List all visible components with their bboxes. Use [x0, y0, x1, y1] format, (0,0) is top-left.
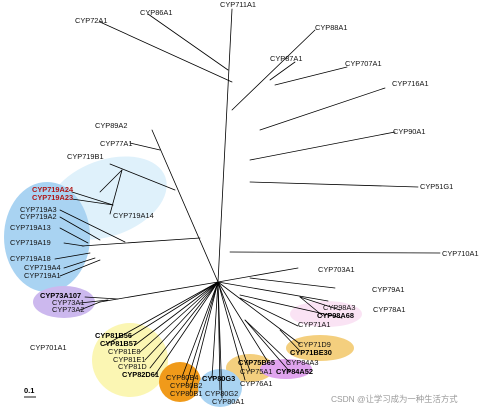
leaf-label-cyp81b56: CYP81B56 [95, 331, 132, 340]
leaf-label-cyp90a1: CYP90A1 [393, 127, 425, 136]
clade-cyp719a [4, 182, 90, 292]
leaf-label-cyp80b1: CYP80B1 [170, 389, 202, 398]
scale-bar-label: 0.1 [24, 386, 34, 395]
leaf-label-cyp719a14: CYP719A14 [113, 211, 154, 220]
leaf-label-cyp73a2: CYP73A2 [52, 305, 84, 314]
leaf-label-cyp81e1: CYP81E1 [113, 355, 145, 364]
leaf-label-cyp710a1: CYP710A1 [442, 249, 479, 258]
leaf-label-cyp707a1: CYP707A1 [345, 59, 382, 68]
leaf-label-cyp80g2: CYP80G2 [205, 389, 238, 398]
leaf-label-cyp77a1: CYP77A1 [100, 139, 132, 148]
leaf-label-cyp78a1: CYP78A1 [373, 305, 405, 314]
leaf-label-cyp88a1: CYP88A1 [315, 23, 347, 32]
leaf-label-cyp86a1: CYP86A1 [140, 8, 172, 17]
leaf-label-cyp719a13: CYP719A13 [10, 223, 51, 232]
leaf-label-cyp98a3: CYP98A3 [323, 303, 355, 312]
leaf-label-cyp701a1: CYP701A1 [30, 343, 67, 352]
leaf-label-cyp719a4: CYP719A4 [24, 263, 61, 272]
leaf-label-cyp719a24: CYP719A24 [32, 185, 74, 194]
leaf-label-cyp703a1: CYP703A1 [318, 265, 355, 274]
leaf-label-cyp719a3: CYP719A3 [20, 205, 57, 214]
leaf-label-cyp716a1: CYP716A1 [392, 79, 429, 88]
leaf-label-cyp98a68: CYP98A68 [317, 311, 354, 320]
leaf-label-cyp80b2: CYP80B2 [170, 381, 202, 390]
leaf-label-cyp81e8: CYP81E8 [108, 347, 140, 356]
leaf-label-cyp71d9: CYP71D9 [298, 340, 331, 349]
leaf-label-cyp51g1: CYP51G1 [420, 182, 453, 191]
leaf-label-cyp82d61: CYP82D61 [122, 370, 159, 379]
leaf-labels: CYP72A1 CYP86A1 CYP711A1 CYP88A1 CYP87A1… [10, 0, 479, 406]
leaf-label-cyp71be30: CYP71BE30 [290, 348, 332, 357]
clade-cyp71be [286, 335, 354, 361]
clade-cyp73 [33, 286, 95, 318]
leaf-label-cyp80b4: CYP80B4 [166, 373, 198, 382]
leaf-label-cyp71a1: CYP71A1 [298, 320, 330, 329]
tree-branches [54, 8, 441, 399]
watermark-text: CSDN @让学习成为一种生活方式 [331, 394, 458, 404]
clade-cyp84 [260, 359, 312, 379]
leaf-label-cyp84a52: CYP84A52 [276, 367, 313, 376]
leaf-label-cyp75b65: CYP75B65 [238, 358, 275, 367]
scale-bar: 0.1 [24, 386, 36, 398]
leaf-label-cyp81b57: CYP81B57 [100, 339, 137, 348]
leaf-label-cyp81d: CYP81D [118, 362, 147, 371]
leaf-label-cyp719b1: CYP719B1 [67, 152, 104, 161]
leaf-label-cyp73a107: CYP73A107 [40, 291, 81, 300]
leaf-label-cyp72a1: CYP72A1 [75, 16, 107, 25]
leaf-label-cyp76a1: CYP76A1 [240, 379, 272, 388]
leaf-label-cyp719a18: CYP719A18 [10, 254, 51, 263]
leaf-label-cyp80g3: CYP80G3 [202, 374, 235, 383]
clade-cyp75 [226, 354, 274, 382]
leaf-label-cyp79a1: CYP79A1 [372, 285, 404, 294]
leaf-label-cyp84a3: CYP84A3 [286, 358, 318, 367]
leaf-label-cyp89a2: CYP89A2 [95, 121, 127, 130]
leaf-label-cyp719a2: CYP719A2 [20, 212, 57, 221]
leaf-label-cyp80a1: CYP80A1 [212, 397, 244, 406]
leaf-label-cyp87a1: CYP87A1 [270, 54, 302, 63]
leaf-label-cyp719a23: CYP719A23 [32, 193, 73, 202]
leaf-label-cyp711a1: CYP711A1 [220, 0, 256, 9]
leaf-label-cyp73a1: CYP73A1 [52, 298, 84, 307]
leaf-label-cyp719a19: CYP719A19 [10, 238, 51, 247]
leaf-label-cyp719a1: CYP719A1 [24, 271, 61, 280]
leaf-label-cyp75a1: CYP75A1 [240, 367, 272, 376]
